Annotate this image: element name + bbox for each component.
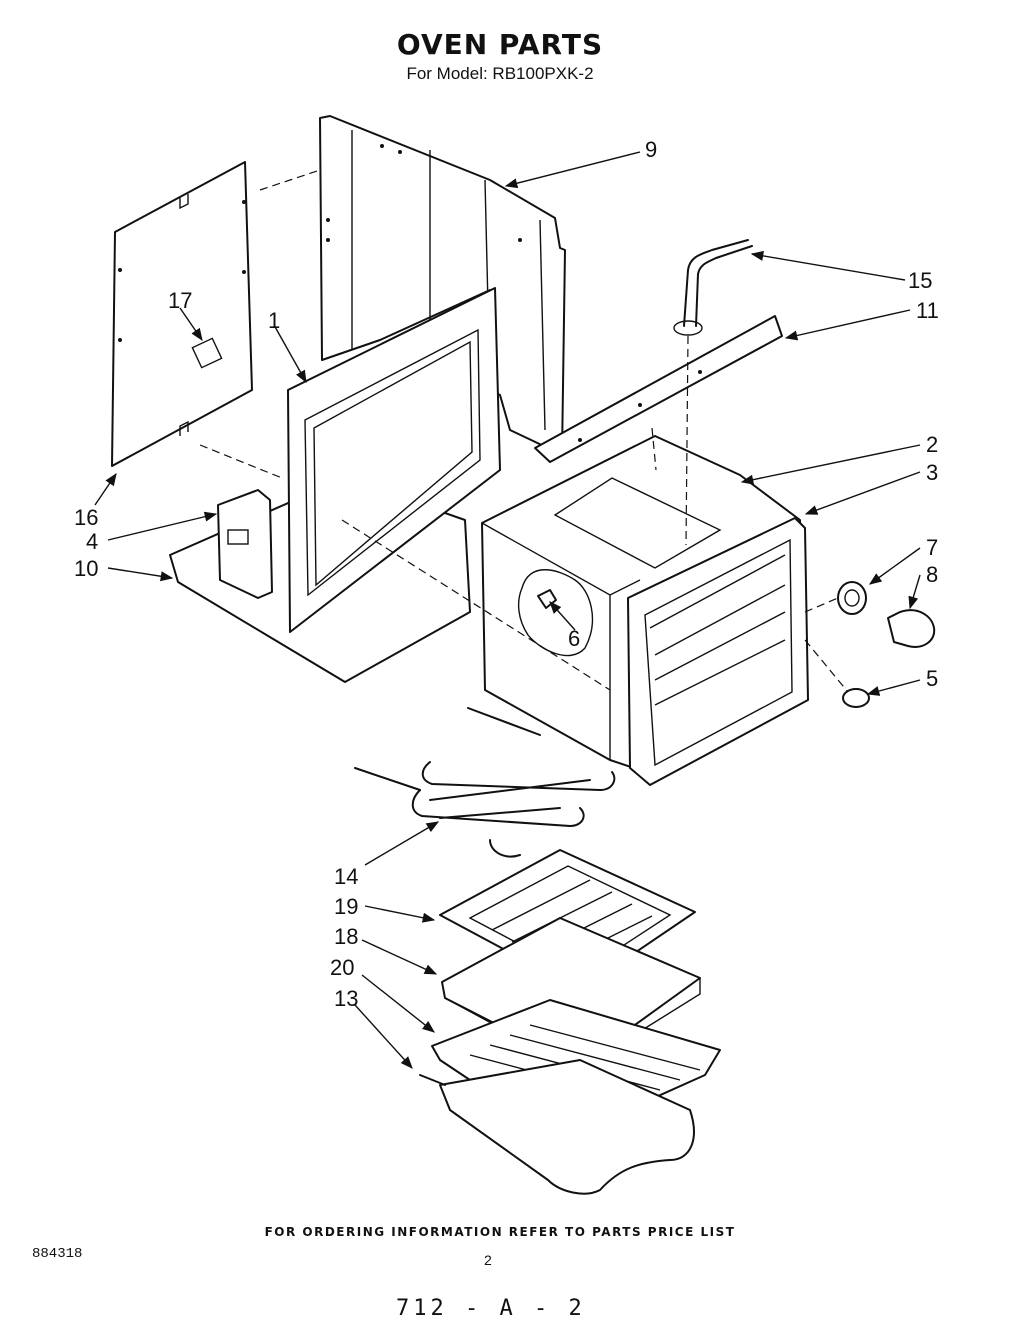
callout-leaders	[94, 151, 921, 1069]
callout-20: 20	[330, 955, 354, 980]
callout-16: 16	[74, 505, 98, 530]
part-rear-bar	[534, 315, 783, 463]
ordering-note: FOR ORDERING INFORMATION REFER TO PARTS …	[264, 1225, 736, 1239]
callout-18: 18	[334, 924, 358, 949]
callout-8: 8	[926, 562, 938, 587]
part-light-socket	[837, 581, 867, 615]
part-light-bulb	[887, 609, 936, 648]
part-back-panel	[111, 161, 253, 467]
callout-19: 19	[334, 894, 358, 919]
part-light-cover	[842, 688, 870, 708]
callout-14: 14	[334, 864, 358, 889]
part-bottom-tray	[419, 1059, 695, 1195]
callout-4: 4	[86, 529, 98, 554]
callout-6: 6	[568, 626, 580, 651]
part-bracket	[217, 489, 273, 599]
callout-13: 13	[334, 986, 358, 1011]
callout-2: 2	[926, 432, 938, 457]
callout-10: 10	[74, 556, 98, 581]
callout-17: 17	[168, 288, 192, 313]
callout-15: 15	[908, 268, 932, 293]
callout-11: 11	[916, 298, 939, 323]
callout-3: 3	[926, 460, 938, 485]
part-front-frame	[287, 287, 501, 633]
part-bake-element	[354, 707, 616, 858]
callout-5: 5	[926, 666, 938, 691]
page-title: OVEN PARTS	[396, 28, 604, 61]
callout-7: 7	[926, 535, 938, 560]
model-subtitle: For Model: RB100PXK-2	[406, 64, 594, 83]
page-number: 2	[484, 1252, 492, 1268]
part-oven-cavity-seal	[627, 517, 809, 786]
callout-1: 1	[268, 308, 280, 333]
part-vent-tube	[673, 239, 753, 336]
callout-9: 9	[645, 137, 657, 162]
document-number: 884318	[32, 1246, 83, 1262]
handwritten-note: 712 - A - 2	[396, 1296, 586, 1321]
